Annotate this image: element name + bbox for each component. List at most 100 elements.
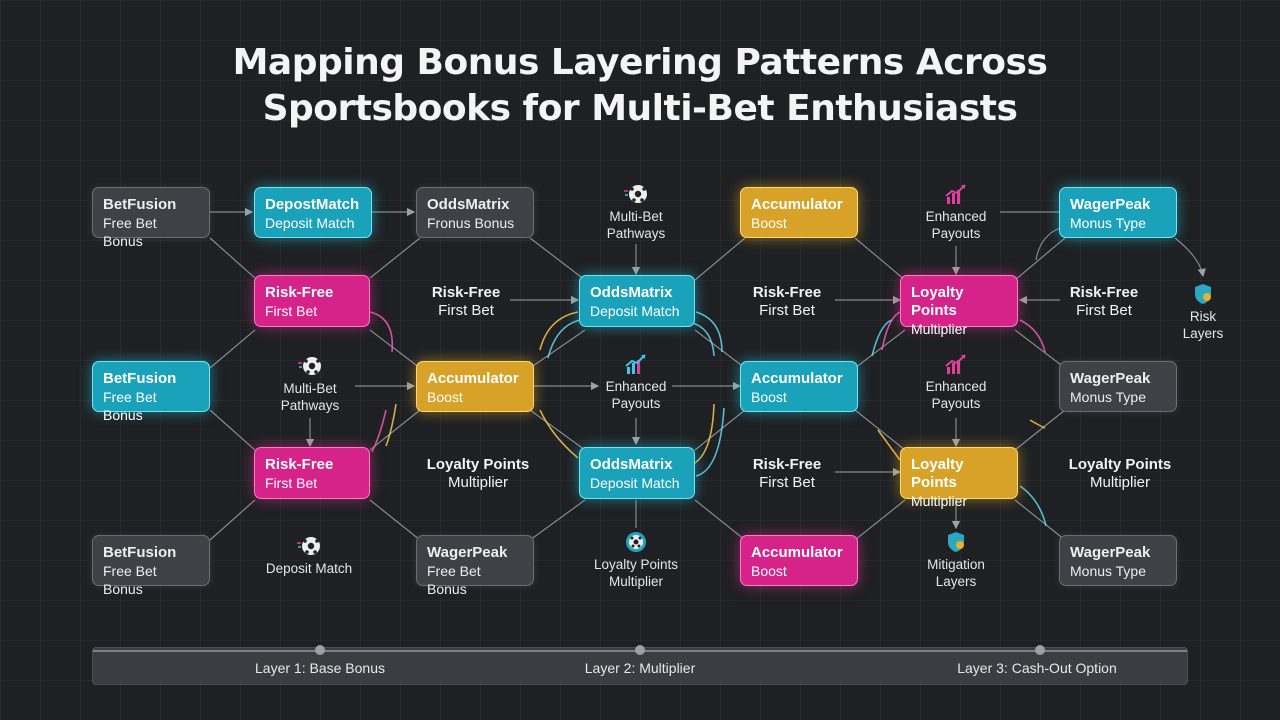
title-line-1: Mapping Bonus Layering Patterns Across [232,42,1048,83]
node-title: WagerPeak [427,544,508,561]
node-accumulator-boost-top[interactable]: Accumulator Boost [740,187,858,238]
label-enhanced-payouts-mid-left: Enhanced Payouts [586,352,686,412]
title-line-2: Sportsbooks for Multi-Bet Enthusiasts [262,88,1018,129]
label-mitigation-layers: Mitigation Layers [906,530,1006,590]
node-subtitle: First Bet [265,303,318,319]
node-title: Accumulator [751,544,843,561]
node-title: BetFusion [103,370,177,387]
trend-chart-icon [945,354,966,374]
node-accumulator-boost-bottom[interactable]: Accumulator Boost [740,535,858,586]
node-title: Risk-Free [265,284,334,301]
node-loyalty-points-low[interactable]: Loyalty Points Multiplier [900,447,1018,509]
node-loyalty-points-top[interactable]: Loyalty Points Multiplier [900,275,1018,337]
soccer-ball-icon [297,537,320,555]
label-line-1: Multi-Bet [609,209,663,224]
node-subtitle: Free Bet Bonus [103,215,157,249]
label-multi-bet-pathways-mid: Multi-Bet Pathways [260,354,360,414]
node-subtitle: Monus Type [1070,215,1147,231]
timeline-marker-3 [1035,645,1045,655]
label-risk-layers: Risk Layers [1172,282,1234,342]
label-line-2: Layers [1182,326,1224,341]
node-subtitle: First Bet [265,475,318,491]
node-subtitle: Monus Type [1070,563,1147,579]
node-title: Accumulator [751,196,843,213]
node-title: Accumulator [751,370,843,387]
timeline-label-layer-1: Layer 1: Base Bonus [255,660,385,676]
soccer-ball-icon [624,185,647,203]
node-oddsmatrix-fronus-bonus[interactable]: OddsMatrix Fronus Bonus [416,187,534,238]
node-subtitle: Boost [427,389,463,405]
label-deposit-match-bottom: Deposit Match [254,534,364,577]
node-title: OddsMatrix [590,456,673,473]
node-wagerpeak-monus-bottom[interactable]: WagerPeak Monus Type [1059,535,1177,586]
node-title: Accumulator [427,370,519,387]
node-wagerpeak-monus-top[interactable]: WagerPeak Monus Type [1059,187,1177,238]
label-line-1: Risk-Free [752,456,822,473]
node-oddsmatrix-deposit-match-low[interactable]: OddsMatrix Deposit Match [579,447,695,499]
node-subtitle: Boost [751,563,787,579]
label-line-2: Multiplier [1089,474,1150,491]
label-line-1: Mitigation [927,557,985,572]
node-title: Loyalty Points [911,284,964,319]
node-risk-free-first-bet-top[interactable]: Risk-Free First Bet [254,275,370,327]
node-subtitle: Boost [751,215,787,231]
node-wagerpeak-monus-mid[interactable]: WagerPeak Monus Type [1059,361,1177,412]
node-depostmatch-deposit-match[interactable]: DepostMatch Deposit Match [254,187,372,238]
node-accumulator-boost-mid-left[interactable]: Accumulator Boost [416,361,534,412]
timeline-marker-2 [635,645,645,655]
shield-icon [948,532,964,552]
node-title: BetFusion [103,196,177,213]
node-subtitle: Free Bet Bonus [103,389,157,423]
node-wagerpeak-free-bet-bottom[interactable]: WagerPeak Free Bet Bonus [416,535,534,597]
label-line-1: Enhanced [605,379,667,394]
label-line-1: Enhanced [925,379,987,394]
node-title: OddsMatrix [427,196,510,213]
node-title: WagerPeak [1070,544,1151,561]
label-line-1: Risk [1189,309,1217,324]
node-title: Loyalty Points [911,456,964,491]
label-line-1: Multi-Bet [283,381,337,396]
node-oddsmatrix-deposit-match-top[interactable]: OddsMatrix Deposit Match [579,275,695,327]
node-title: Risk-Free [265,456,334,473]
diagram-title: Mapping Bonus Layering Patterns Across S… [0,40,1280,132]
node-betfusion-free-bet[interactable]: BetFusion Free Bet Bonus [92,187,210,249]
label-line-2: Multiplier [608,574,663,589]
label-loyalty-points-a: Loyalty Points Multiplier [410,456,546,492]
label-line-2: First Bet [438,302,494,319]
shield-icon [1195,284,1211,304]
timeline-label-layer-3: Layer 3: Cash-Out Option [957,660,1117,676]
label-enhanced-payouts-mid-right: Enhanced Payouts [906,352,1006,412]
label-line-1: Loyalty Points [593,557,679,572]
label-line-2: Pathways [280,398,340,413]
soccer-ball-icon [298,357,321,375]
label-line-1: Risk-Free [431,284,501,301]
trend-chart-icon [945,184,966,204]
label-line-2: Payouts [931,226,981,241]
label-line-2: Layers [935,574,977,589]
node-subtitle: Monus Type [1070,389,1147,405]
label-line-2: Pathways [606,226,666,241]
node-title: DepostMatch [265,196,360,213]
label-loyalty-points-b: Loyalty Points Multiplier [1052,456,1188,492]
label-line-1: Deposit Match [265,561,353,576]
node-accumulator-boost-mid-right[interactable]: Accumulator Boost [740,361,858,412]
timeline-marker-1 [315,645,325,655]
label-risk-free-first-bet-d: Risk-Free First Bet [735,456,839,492]
label-line-1: Risk-Free [1069,284,1139,301]
node-betfusion-free-bet-bottom[interactable]: BetFusion Free Bet Bonus [92,535,210,597]
layer-timeline: Layer 1: Base Bonus Layer 2: Multiplier … [92,645,1188,685]
node-title: WagerPeak [1070,196,1151,213]
node-risk-free-first-bet-low[interactable]: Risk-Free First Bet [254,447,370,499]
timeline-label-layer-2: Layer 2: Multiplier [584,660,696,676]
node-title: OddsMatrix [590,284,673,301]
node-subtitle: Multiplier [911,321,968,337]
node-betfusion-free-bet-mid[interactable]: BetFusion Free Bet Bonus [92,361,210,423]
label-line-1: Loyalty Points [1068,456,1172,473]
node-title: WagerPeak [1070,370,1151,387]
label-line-2: First Bet [1076,302,1132,319]
label-line-2: Payouts [611,396,661,411]
label-risk-free-first-bet-c: Risk-Free First Bet [1052,284,1156,320]
label-line-2: First Bet [759,474,815,491]
label-line-1: Risk-Free [752,284,822,301]
trend-chart-icon [625,354,646,374]
